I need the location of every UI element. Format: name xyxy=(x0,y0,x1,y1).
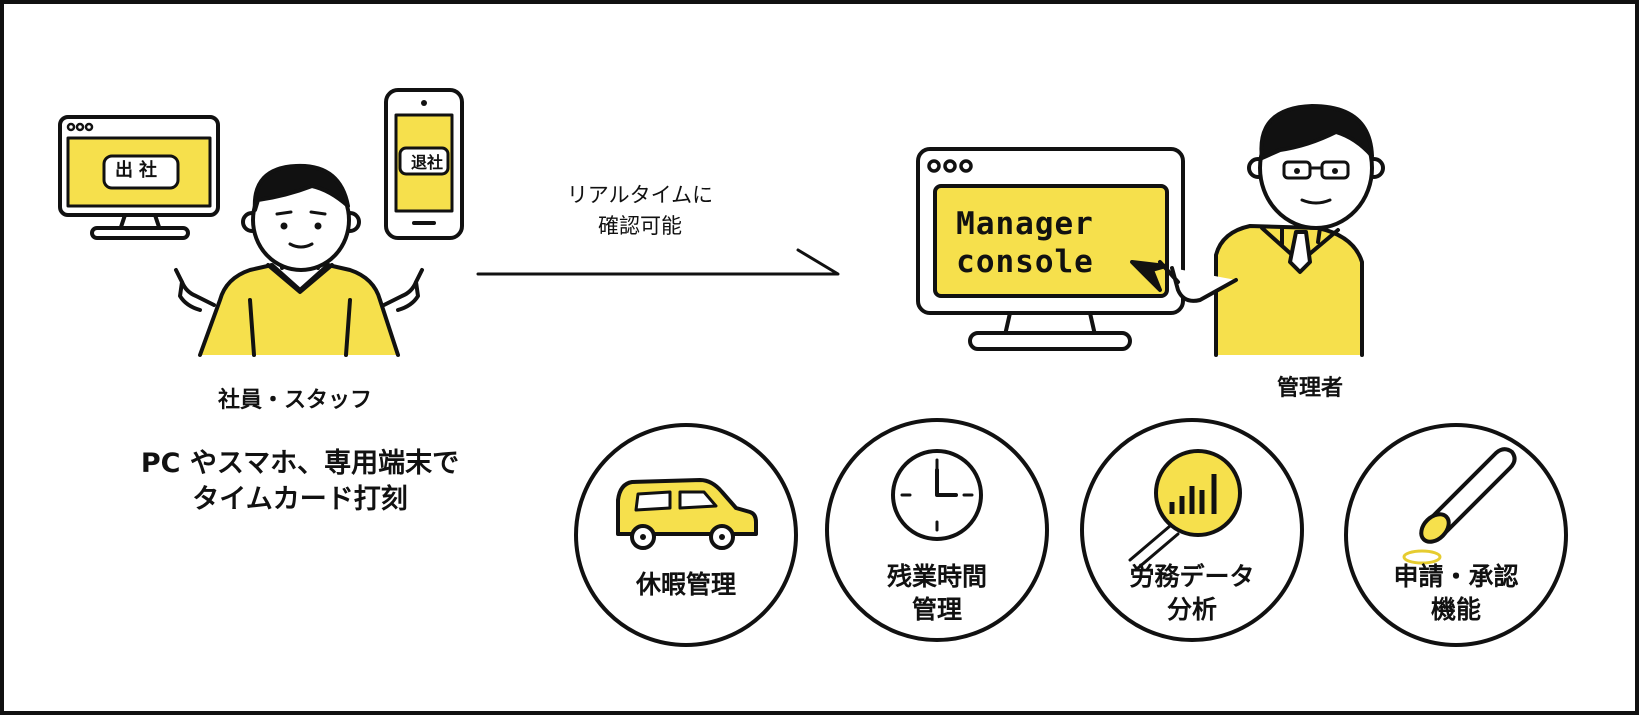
arrow-caption: リアルタイムに 確認可能 xyxy=(530,180,750,242)
feature-label-approval-line-2: 機能 xyxy=(1430,595,1481,624)
arrow-caption-line-1: リアルタイムに xyxy=(566,183,714,207)
employee-label: 社員・スタッフ xyxy=(217,388,372,413)
clock-icon xyxy=(891,449,983,541)
feature-label-leave-line-1: 休暇管理 xyxy=(635,570,736,599)
console-title-line-2: console xyxy=(956,244,1094,280)
pc-clock-in-button xyxy=(102,154,180,190)
employee-description-line-1: PC やスマホ、専用端末で xyxy=(140,448,460,479)
feature-label-overtime-line-2: 管理 xyxy=(911,595,962,624)
pc-clock-in-label: 出社 xyxy=(115,160,163,181)
manager-console-monitor xyxy=(916,147,1185,351)
feature-label-leave: 休暇管理 xyxy=(601,568,771,601)
employee-description-line-2: タイムカード打刻 xyxy=(192,484,408,515)
manager-label: 管理者 xyxy=(1276,376,1343,401)
magnifier-chart-icon xyxy=(1128,449,1242,570)
arrow-caption-line-2: 確認可能 xyxy=(598,214,682,238)
manager-console-title: Manager console xyxy=(930,205,1120,281)
manager-person-icon xyxy=(1158,104,1385,357)
feature-circle-approval xyxy=(1344,423,1568,647)
feature-label-approval: 申請・承認 機能 xyxy=(1371,560,1541,626)
employee-description: PC やスマホ、専用端末で タイムカード打刻 xyxy=(110,446,490,518)
employee-pc-icon xyxy=(58,115,220,240)
feature-label-analysis-line-2: 分析 xyxy=(1166,595,1217,624)
employee-phone-icon xyxy=(384,88,464,240)
feature-label-overtime: 残業時間 管理 xyxy=(852,560,1022,626)
console-title-line-1: Manager xyxy=(956,206,1094,242)
employee-person-icon xyxy=(174,163,424,357)
car-icon xyxy=(616,478,758,550)
cursor-icon xyxy=(1130,260,1168,292)
feature-label-analysis-line-1: 労務データ xyxy=(1129,562,1255,591)
phone-clock-out-button xyxy=(398,146,450,176)
realtime-arrow xyxy=(476,248,840,276)
phone-clock-out-label: 退社 xyxy=(410,153,443,172)
feature-label-analysis: 労務データ 分析 xyxy=(1107,560,1277,626)
feature-label-overtime-line-1: 残業時間 xyxy=(886,562,987,591)
feature-label-approval-line-1: 申請・承認 xyxy=(1393,562,1519,591)
stamp-icon xyxy=(1402,447,1517,565)
